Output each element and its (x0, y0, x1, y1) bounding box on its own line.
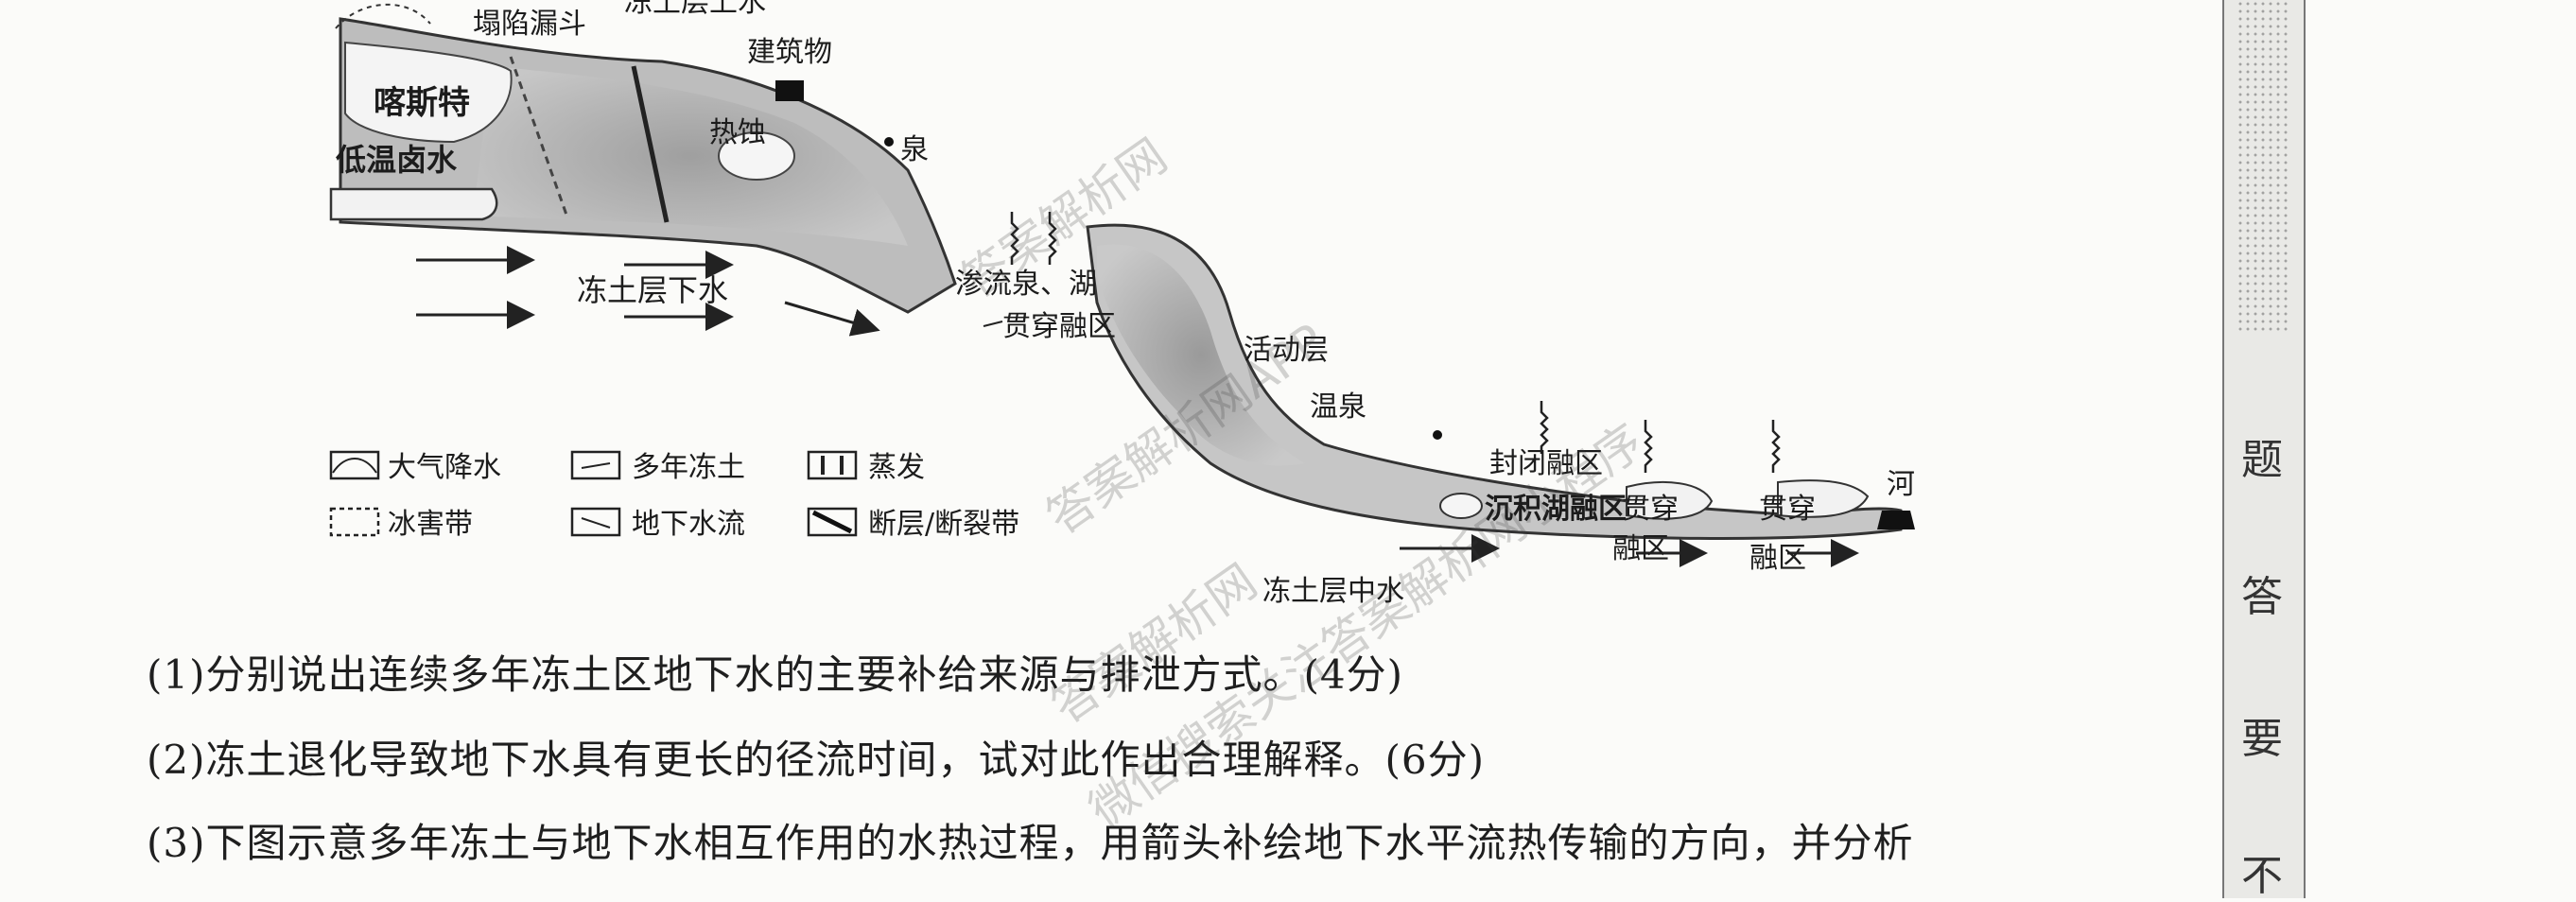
binding-margin-dots (2237, 0, 2291, 331)
label-seepage-spring-lake: 渗流泉、湖 (955, 268, 1097, 301)
label-lake-talik: 沉积湖融区 (1485, 493, 1627, 526)
label-thermokarst: 热蚀 (709, 116, 766, 149)
label-subpermafrost-water: 冻土层下水 (577, 272, 728, 308)
label-through-talik-2a: 贯穿 (1622, 493, 1679, 526)
label-through-talik-3a: 贯穿 (1759, 493, 1816, 526)
label-collapse-funnel: 塌陷漏斗 (473, 8, 586, 41)
karst-zone (344, 41, 513, 144)
margin-char-2: 答 (2241, 573, 2283, 621)
fault-line-2 (509, 56, 569, 218)
label-spring: 泉 (900, 133, 929, 166)
legend-evap-label: 蒸发 (868, 451, 925, 484)
precipitation-icon (335, 4, 431, 29)
margin-char-1: 题 (2241, 436, 2283, 484)
flow-arrow-5 (784, 301, 880, 337)
label-intrapermafrost-water: 冻土层中水 (1262, 575, 1404, 608)
question-3: (3)下图示意多年冻土与地下水相互作用的水热过程，用箭头补绘地下水平流热传输的方… (147, 820, 1914, 866)
legend-fault-line (811, 510, 853, 534)
margin-char-4: 不 (2241, 852, 2283, 900)
fault-line-1 (631, 65, 670, 223)
label-through-talik: 贯穿融区 (1002, 310, 1116, 343)
legend-gwflow-label: 地下水流 (632, 508, 745, 541)
legend-fault-symbol (807, 507, 858, 537)
legend-permafrost-line (581, 462, 611, 469)
river-icon (1877, 511, 1915, 529)
margin-char-3: 要 (2241, 715, 2283, 763)
closed-talik-bubble (1439, 493, 1483, 519)
label-suprapermafrost-water: 冻土层上水 (624, 0, 766, 19)
hot-spring-dot (1433, 430, 1442, 440)
building-icon (775, 80, 804, 101)
legend-icing-symbol (329, 507, 380, 537)
legend-precip-symbol (329, 450, 380, 480)
legend-precip-arc (332, 458, 377, 474)
legend-permafrost-label: 多年冻土 (632, 451, 745, 484)
label-river: 河 (1887, 468, 1915, 501)
lower-permafrost-shade (1097, 244, 1305, 466)
lake-talik-1 (1626, 481, 1714, 520)
lake-talik-2 (1777, 479, 1870, 518)
label-closed-talik: 封闭融区 (1489, 447, 1603, 480)
legend-evap-symbol (807, 450, 858, 480)
legend-gwflow-arrow (581, 517, 611, 529)
upper-permafrost-shade (473, 66, 908, 246)
label-through-talik-3b: 融区 (1749, 542, 1806, 575)
brine-lens (329, 187, 498, 221)
question-2: (2)冻土退化导致地下水具有更长的径流时间，试对此作出合理解释。(6分) (147, 737, 1485, 783)
through-talik-pointer (983, 321, 1003, 327)
legend-precip-label: 大气降水 (388, 451, 501, 484)
label-building: 建筑物 (747, 36, 832, 69)
label-through-talik-2b: 融区 (1612, 532, 1669, 565)
label-brine: 低温卤水 (336, 142, 458, 178)
legend-gwflow-symbol (570, 507, 621, 537)
legend-fault-label: 断层/断裂带 (868, 508, 1019, 541)
legend-icing-label: 冰害带 (388, 508, 473, 541)
evaporation-arrows (1010, 212, 1781, 473)
legend: 大气降水 多年冻土 蒸发 冰害带 地下水流 断层/断裂带 (329, 450, 1019, 541)
thermokarst-pocket (718, 131, 795, 181)
label-active-layer: 活动层 (1244, 334, 1329, 367)
label-karst: 喀斯特 (374, 84, 470, 122)
question-1: (1)分别说出连续多年冻土区地下水的主要补给来源与排泄方式。(4分) (147, 651, 1403, 698)
label-hot-spring: 温泉 (1310, 390, 1366, 424)
spring-dot (884, 137, 894, 147)
through-talik-line1: 贯穿融区 (1002, 310, 1116, 343)
legend-permafrost-symbol (570, 450, 621, 480)
